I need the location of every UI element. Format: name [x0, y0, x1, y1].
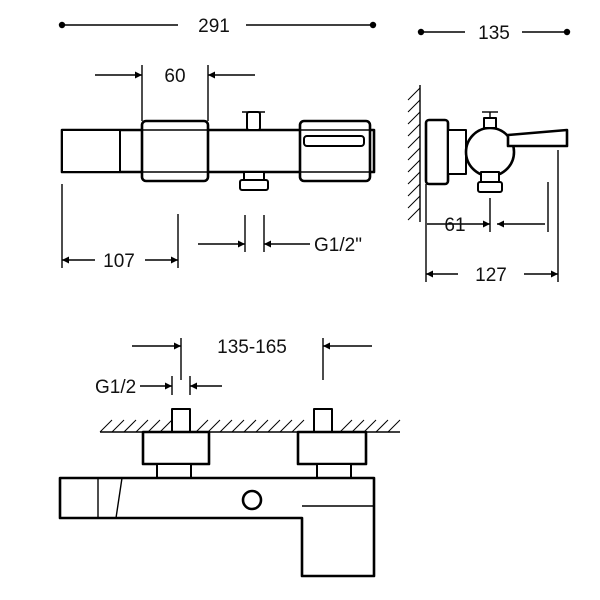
dim-center-distance: 135-165: [217, 337, 287, 358]
escutcheon: [424, 118, 450, 186]
left-inlet-pipe: [171, 408, 191, 433]
diverter-knob-top: [241, 489, 263, 511]
side-view: 135 61 127: [407, 23, 571, 286]
hose-connector: [243, 171, 265, 181]
right-inlet-pipe: [313, 408, 333, 433]
dim-handle-width: 60: [164, 66, 185, 87]
dim-depth: 135: [478, 23, 510, 44]
wall-hatching-top: [99, 419, 401, 433]
diverter-knob: [246, 111, 261, 131]
right-escutcheon: [296, 430, 368, 466]
top-view: 135-165 G1/2: [58, 337, 401, 578]
dim-total-length: 291: [198, 16, 230, 37]
mixer-body-top: [58, 476, 376, 578]
dim-connection-thread: G1/2: [95, 377, 136, 398]
dim-inlet-thread: G1/2": [314, 235, 362, 256]
dim-left-offset: 107: [103, 251, 135, 272]
spout: [61, 129, 121, 173]
left-handle: [140, 119, 210, 183]
left-nut: [156, 463, 192, 479]
left-escutcheon: [141, 430, 211, 466]
right-nut: [316, 463, 352, 479]
dim-wall-to-front: 127: [475, 265, 507, 286]
front-view: 291 60 107 G1/2": [58, 16, 377, 272]
wall-hatching-side: [407, 87, 421, 221]
spout-side: [506, 128, 569, 148]
dim-wall-to-spout: 61: [444, 215, 465, 236]
